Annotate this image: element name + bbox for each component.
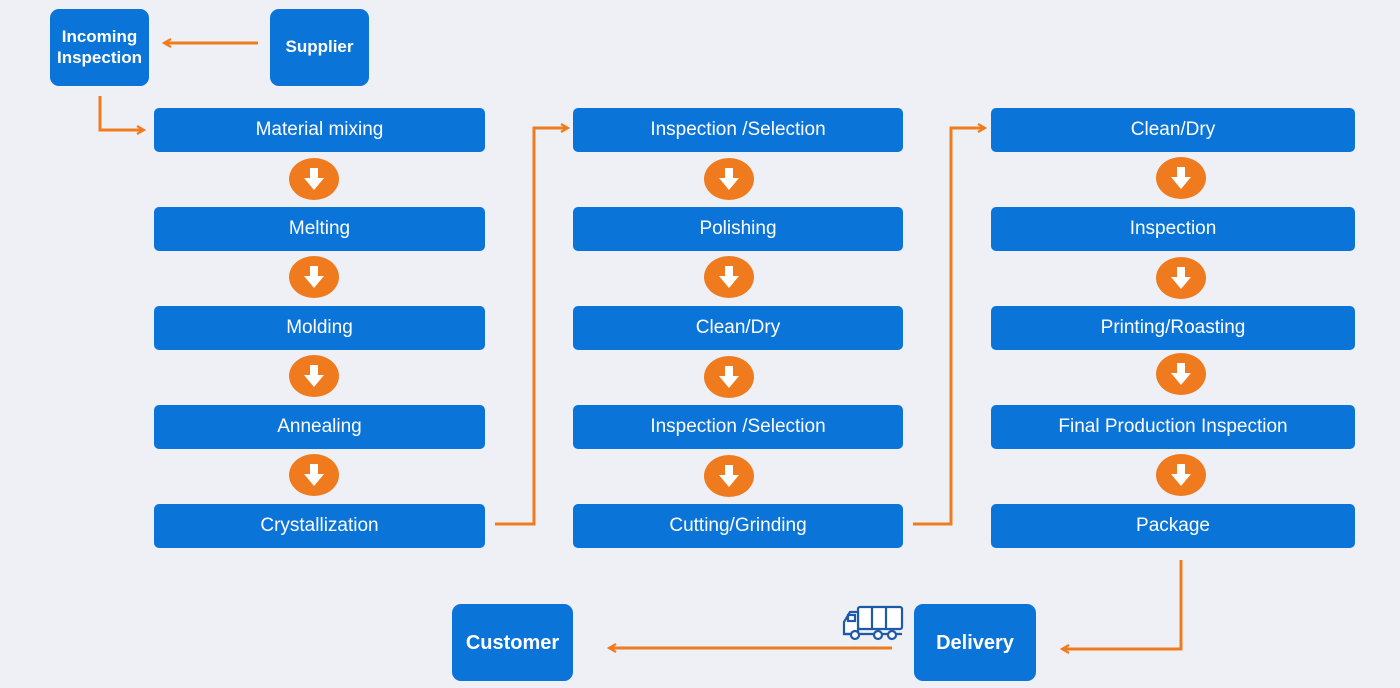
step-label: Material mixing [255, 118, 384, 140]
customer-box: Customer [452, 604, 573, 681]
step-label: Final Production Inspection [1058, 415, 1288, 437]
down-arrow-icon [1156, 257, 1206, 299]
step-label: Polishing [699, 217, 777, 239]
step-box: Final Production Inspection [991, 405, 1355, 449]
step-box: Package [991, 504, 1355, 548]
down-arrow-icon [1156, 454, 1206, 496]
step-label: Annealing [277, 415, 362, 437]
down-arrow-icon [1156, 157, 1206, 199]
down-arrow-icon [289, 454, 339, 496]
step-box: Crystallization [154, 504, 485, 548]
step-box: Annealing [154, 405, 485, 449]
incoming-inspection-label: Incoming Inspection [56, 27, 142, 67]
step-box: Inspection [991, 207, 1355, 251]
step-label: Printing/Roasting [1100, 316, 1246, 338]
step-label: Inspection [1129, 217, 1217, 239]
step-label: Inspection /Selection [650, 118, 826, 140]
incoming-inspection-box: Incoming Inspection [50, 9, 149, 86]
step-box: Molding [154, 306, 485, 350]
supplier-label: Supplier [285, 37, 354, 57]
connector-package-to-delivery [1062, 560, 1183, 649]
step-box: Printing/Roasting [991, 306, 1355, 350]
down-arrow-icon [289, 355, 339, 397]
step-label: Cutting/Grinding [669, 514, 807, 536]
down-arrow-icon [704, 356, 754, 398]
connector-incoming-to-mixing [98, 96, 144, 130]
step-label: Crystallization [260, 514, 379, 536]
connector-col2-to-col3 [913, 128, 985, 526]
step-label: Package [1136, 514, 1210, 536]
delivery-label: Delivery [936, 631, 1014, 654]
step-label: Clean/Dry [695, 316, 781, 338]
step-box: Melting [154, 207, 485, 251]
delivery-box: Delivery [914, 604, 1036, 681]
down-arrow-icon [289, 158, 339, 200]
step-box: Polishing [573, 207, 903, 251]
step-box: Inspection /Selection [573, 405, 903, 449]
step-label: Clean/Dry [1130, 118, 1216, 140]
step-box: Cutting/Grinding [573, 504, 903, 548]
step-label: Molding [286, 316, 353, 338]
step-box: Material mixing [154, 108, 485, 152]
down-arrow-icon [289, 256, 339, 298]
supplier-box: Supplier [270, 9, 369, 86]
down-arrow-icon [704, 158, 754, 200]
step-box: Inspection /Selection [573, 108, 903, 152]
step-box: Clean/Dry [991, 108, 1355, 152]
step-label: Melting [288, 217, 351, 239]
step-label: Inspection /Selection [650, 415, 826, 437]
connector-col1-to-col2 [495, 128, 568, 526]
customer-label: Customer [465, 631, 560, 654]
step-box: Clean/Dry [573, 306, 903, 350]
truck-icon [842, 605, 904, 641]
down-arrow-icon [704, 455, 754, 497]
down-arrow-icon [1156, 353, 1206, 395]
down-arrow-icon [704, 256, 754, 298]
